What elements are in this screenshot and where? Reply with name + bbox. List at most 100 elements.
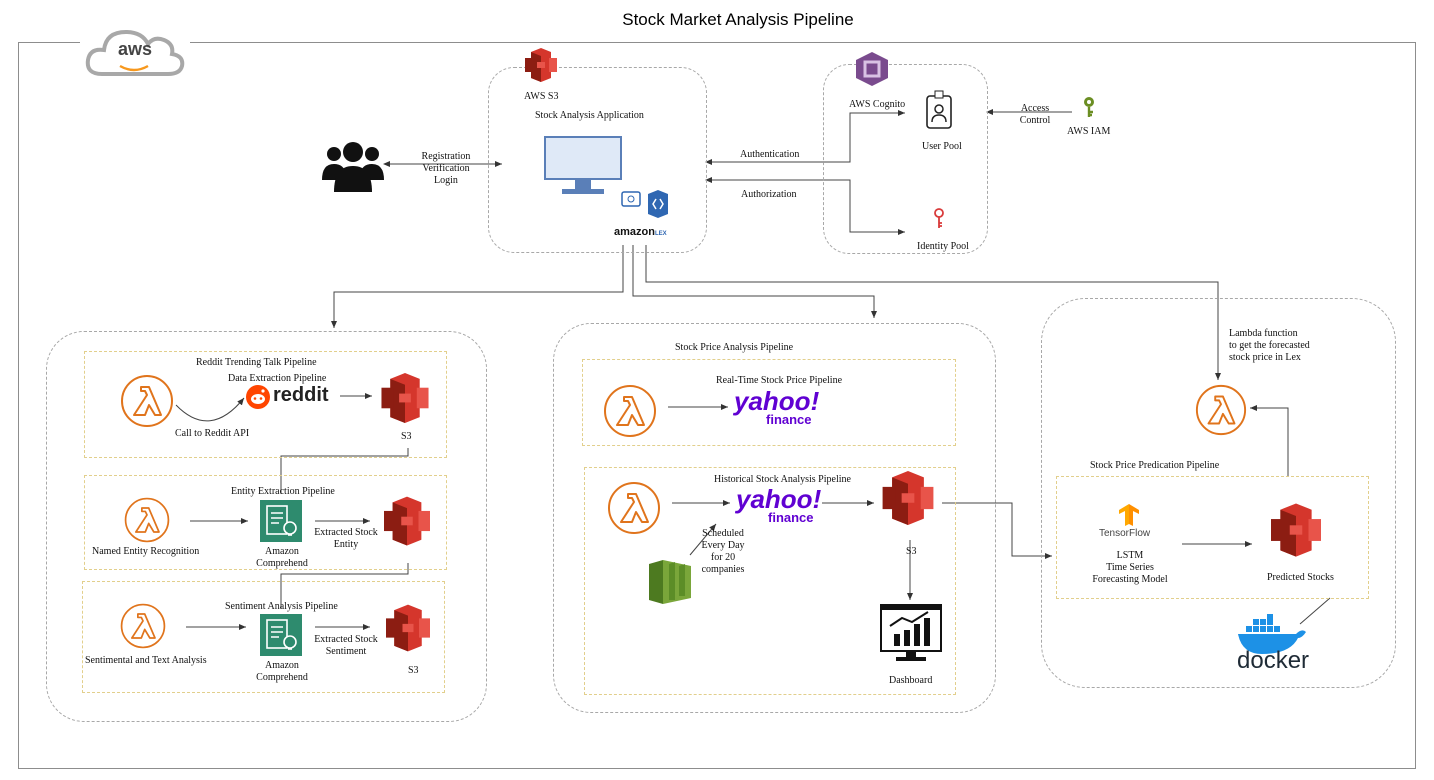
extracted-sentiment-label-1: Extracted Stock: [314, 634, 378, 645]
app-container: [488, 67, 707, 253]
nlp-group-container: [46, 331, 487, 722]
s3-bucket-icon: [1271, 503, 1321, 562]
s3-bucket-icon: [381, 373, 429, 428]
amazon-lex-logo: amazonLEX: [614, 222, 667, 240]
historical-s3-label: S3: [906, 546, 917, 557]
amazon-lex-suffix: LEX: [654, 231, 667, 237]
finance-wordmark: finance: [768, 510, 814, 525]
s3-bucket-icon: [525, 48, 557, 87]
reddit-pipeline-title: Reddit Trending Talk Pipeline: [196, 357, 317, 368]
lambda-icon: [602, 383, 658, 444]
comprehend-label-2: Comprehend: [256, 672, 308, 683]
lambda-icon: [123, 496, 171, 549]
historical-pipeline-title: Historical Stock Analysis Pipeline: [714, 474, 851, 485]
iam-label: AWS IAM: [1067, 126, 1111, 137]
yahoo-wordmark: yahoo!: [734, 386, 820, 416]
predicted-stocks-label: Predicted Stocks: [1267, 572, 1334, 583]
amazon-lex-icon: [612, 190, 676, 227]
entity-pipeline-box: [84, 475, 447, 570]
comprehend-icon: [260, 614, 302, 661]
app-name-label: Stock Analysis Application: [535, 110, 644, 121]
price-group-container: [553, 323, 996, 713]
dashboard-icon: [880, 604, 942, 667]
users-group-icon: [322, 140, 384, 197]
access-control-label-2: Control: [1019, 115, 1051, 126]
docker-whale-icon: [1236, 614, 1308, 659]
identity-pool-key-icon: [933, 208, 945, 235]
s3-bucket-icon: [384, 496, 430, 551]
sentiment-s3-label: S3: [408, 665, 419, 676]
cognito-label: AWS Cognito: [849, 99, 906, 110]
amazon-lex-logo-text: amazon: [614, 226, 655, 238]
yahoo-finance-logo: yahoo! finance: [736, 486, 830, 526]
comprehend-label-1: Amazon: [265, 660, 299, 671]
tensorflow-label: TensorFlow: [1099, 528, 1151, 539]
realtime-pipeline-box: [582, 359, 956, 446]
comprehend-label-1: Amazon: [265, 546, 299, 557]
extracted-entity-label-2: Entity: [333, 539, 359, 550]
reddit-s3-label: S3: [401, 431, 412, 442]
sentiment-text-label: Sentimental and Text Analysis: [85, 655, 207, 666]
scheduled-label-2: Every Day: [701, 540, 745, 551]
s3-bucket-icon: [882, 471, 934, 530]
data-extraction-title: Data Extraction Pipeline: [228, 373, 327, 384]
aws-logo: aws: [80, 22, 190, 78]
user-pool-label: User Pool: [922, 141, 962, 152]
lambda-icon: [119, 602, 167, 655]
lambda-description-3: stock price in Lex: [1229, 352, 1301, 363]
diagram-title: Stock Market Analysis Pipeline: [622, 10, 854, 29]
ner-label: Named Entity Recognition: [92, 546, 200, 557]
aws-logo-text: aws: [117, 39, 153, 59]
reddit-pipeline-box: [84, 351, 447, 458]
identity-pool-label: Identity Pool: [917, 241, 969, 252]
docker-logo-text: docker: [1237, 647, 1310, 674]
entity-pipeline-title: Entity Extraction Pipeline: [231, 486, 335, 497]
call-reddit-api-label: Call to Reddit API: [175, 428, 250, 439]
sentiment-pipeline-title: Sentiment Analysis Pipeline: [225, 601, 338, 612]
registration-label: Registration: [421, 151, 471, 162]
verification-label: Verification: [422, 163, 470, 174]
lstm-label-2: Time Series: [1106, 562, 1154, 573]
historical-pipeline-box: [584, 467, 956, 695]
scheduled-label-3: for 20: [710, 552, 736, 563]
dashboard-label: Dashboard: [889, 675, 933, 686]
reddit-logo-text: reddit: [273, 384, 329, 406]
app-s3-label: AWS S3: [524, 91, 559, 102]
cognito-container: [823, 64, 988, 254]
eventbridge-scheduler-icon: [643, 554, 697, 613]
lambda-icon: [1194, 383, 1248, 442]
comprehend-label-2: Comprehend: [256, 558, 308, 569]
lambda-description-2: to get the forecasted: [1229, 340, 1310, 351]
realtime-pipeline-title: Real-Time Stock Price Pipeline: [716, 375, 843, 386]
user-pool-icon: [926, 90, 952, 135]
prediction-pipeline-box: [1056, 476, 1369, 599]
authentication-label: Authentication: [740, 149, 800, 160]
extracted-sentiment-label-2: Sentiment: [325, 646, 367, 657]
sentiment-pipeline-box: [82, 581, 445, 693]
authorization-label: Authorization: [741, 189, 797, 200]
lstm-label-1: LSTM: [1116, 550, 1144, 561]
yahoo-wordmark: yahoo!: [736, 484, 822, 514]
prediction-pipeline-title: Stock Price Predication Pipeline: [1090, 460, 1220, 471]
yahoo-finance-logo: yahoo! finance: [734, 388, 828, 428]
lstm-label-3: Forecasting Model: [1092, 574, 1168, 585]
finance-wordmark: finance: [766, 412, 812, 427]
extracted-entity-label-1: Extracted Stock: [314, 527, 378, 538]
tensorflow-icon: [1119, 504, 1139, 531]
cognito-icon: [856, 52, 888, 91]
s3-bucket-icon: [386, 604, 430, 657]
scheduled-label-4: companies: [701, 564, 745, 575]
reddit-logo: reddit: [246, 384, 329, 410]
access-control-label-1: Access: [1020, 103, 1050, 114]
monitor-icon: [544, 136, 624, 203]
login-label: Login: [434, 175, 458, 186]
scheduled-label-1: Scheduled: [702, 528, 744, 539]
aws-cloud-frame: [18, 42, 1416, 769]
lambda-icon: [119, 373, 175, 434]
lambda-icon: [606, 480, 662, 541]
lambda-description-1: Lambda function: [1229, 328, 1298, 339]
price-group-title: Stock Price Analysis Pipeline: [675, 342, 794, 353]
iam-key-icon: [1082, 96, 1096, 123]
prediction-group-container: [1041, 298, 1396, 688]
